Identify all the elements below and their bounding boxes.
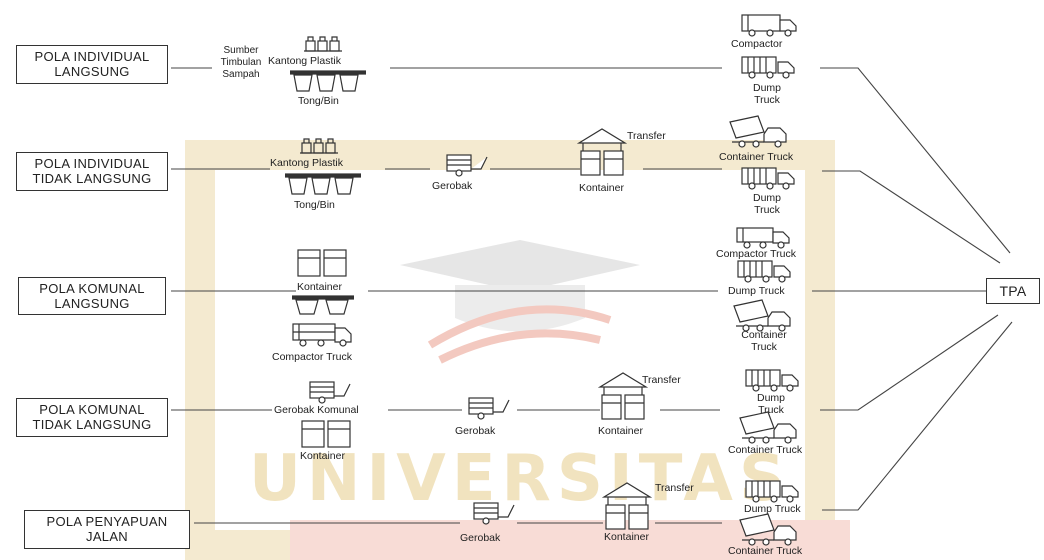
- dump-truck-icon: [740, 54, 798, 80]
- cart-label: Gerobak: [432, 180, 472, 192]
- pattern-label-line2: TIDAK LANGSUNG: [17, 417, 167, 432]
- bins-icon: [285, 173, 361, 195]
- bins-icon: [292, 295, 354, 315]
- plastic-bags-icon: [304, 35, 342, 53]
- cart-icon: [472, 501, 518, 525]
- pattern-box-komunal-tidak-langsung: POLA KOMUNAL TIDAK LANGSUNG: [16, 398, 168, 437]
- source-line3: Sampah: [212, 69, 270, 81]
- pattern-box-individual-langsung: POLA INDIVIDUAL LANGSUNG: [16, 45, 168, 84]
- container-truck-icon: [738, 410, 804, 444]
- truck-label-line1: Dump: [742, 192, 792, 204]
- source-label: Sumber Timbulan Sampah: [212, 45, 270, 81]
- dump-truck-icon: [740, 165, 798, 191]
- dump-truck-icon: [744, 478, 802, 504]
- pattern-box-penyapuan-jalan: POLA PENYAPUAN JALAN: [24, 510, 190, 549]
- cart-label: Gerobak: [460, 532, 500, 544]
- cart-label: Gerobak: [455, 425, 495, 437]
- pattern-box-komunal-langsung: POLA KOMUNAL LANGSUNG: [18, 277, 166, 315]
- container-icon: [296, 248, 348, 278]
- compactor-truck-icon: [735, 225, 791, 249]
- transfer-station-icon: [577, 127, 627, 179]
- source-line2: Timbulan: [212, 57, 270, 69]
- truck-label: Container Truck: [728, 444, 802, 456]
- truck-label-line1: Container: [734, 329, 794, 341]
- container-truck-icon: [738, 512, 804, 546]
- transfer-label: Transfer: [655, 482, 694, 494]
- item-label: Kontainer: [300, 450, 345, 462]
- dump-truck-icon: [736, 258, 794, 284]
- cart-icon: [467, 396, 513, 420]
- plastic-bags-icon: [300, 137, 338, 155]
- container-label: Kontainer: [604, 531, 649, 543]
- pattern-label-line2: LANGSUNG: [17, 64, 167, 79]
- pattern-label-line2: LANGSUNG: [19, 296, 165, 311]
- item-label: Compactor Truck: [272, 351, 352, 363]
- truck-label-line2: Truck: [742, 94, 792, 106]
- pattern-label-line1: POLA INDIVIDUAL: [17, 156, 167, 171]
- tpa-label: TPA: [999, 283, 1026, 299]
- item-label: Tong/Bin: [294, 199, 335, 211]
- pattern-label-line1: POLA KOMUNAL: [19, 281, 165, 296]
- item-label: Kantong Plastik: [268, 55, 341, 67]
- container-label: Kontainer: [579, 182, 624, 194]
- pattern-label-line2: JALAN: [25, 529, 189, 544]
- truck-label: Dump Truck: [742, 82, 792, 106]
- truck-label-line2: Truck: [742, 204, 792, 216]
- pattern-label-line1: POLA INDIVIDUAL: [17, 49, 167, 64]
- tpa-box: TPA: [986, 278, 1040, 304]
- container-truck-icon: [728, 114, 794, 148]
- container-label: Kontainer: [598, 425, 643, 437]
- truck-label: Container Truck: [734, 329, 794, 353]
- truck-label: Container Truck: [728, 545, 802, 557]
- truck-label: Container Truck: [719, 151, 793, 163]
- cart-icon: [308, 380, 354, 404]
- truck-label-line1: Dump: [742, 82, 792, 94]
- truck-label-line2: Truck: [734, 341, 794, 353]
- pattern-box-individual-tidak-langsung: POLA INDIVIDUAL TIDAK LANGSUNG: [16, 152, 168, 191]
- container-icon: [300, 419, 352, 449]
- compactor-truck-icon: [740, 12, 798, 38]
- item-label: Tong/Bin: [298, 95, 339, 107]
- truck-label: Dump Truck: [728, 285, 785, 297]
- pattern-label-line1: POLA PENYAPUAN: [25, 514, 189, 529]
- bins-icon: [290, 70, 366, 92]
- dump-truck-icon: [744, 367, 802, 393]
- item-label: Kantong Plastik: [270, 157, 343, 169]
- container-truck-icon: [732, 298, 798, 332]
- transfer-station-icon: [602, 481, 652, 533]
- cart-icon: [445, 153, 491, 177]
- transfer-label: Transfer: [627, 130, 666, 142]
- pattern-label-line1: POLA KOMUNAL: [17, 402, 167, 417]
- truck-label: Compactor: [731, 38, 782, 50]
- pattern-label-line2: TIDAK LANGSUNG: [17, 171, 167, 186]
- truck-label-line1: Dump: [746, 392, 796, 404]
- compactor-truck-icon: [289, 320, 355, 348]
- source-line1: Sumber: [212, 45, 270, 57]
- transfer-station-icon: [598, 371, 648, 423]
- item-label: Gerobak Komunal: [274, 404, 359, 416]
- item-label: Kontainer: [297, 281, 342, 293]
- truck-label: Dump Truck: [742, 192, 792, 216]
